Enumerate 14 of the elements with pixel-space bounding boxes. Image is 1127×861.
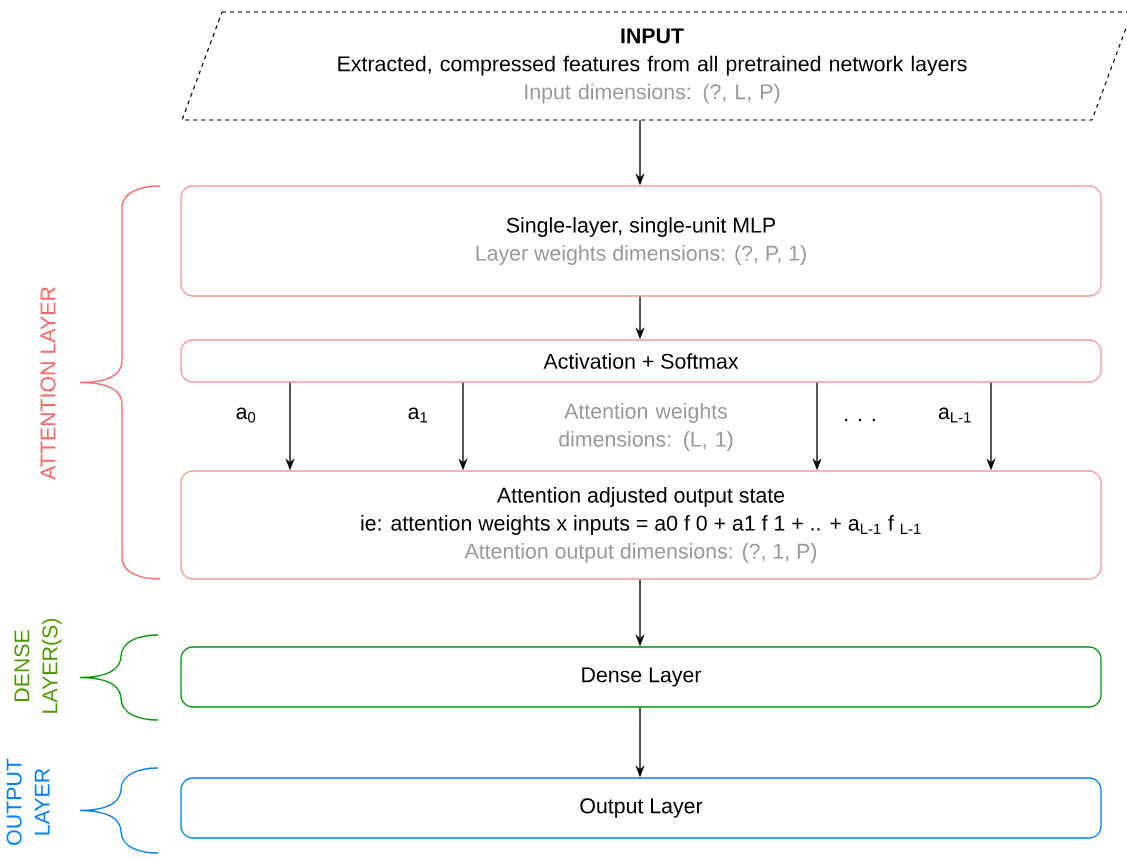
process-box: Attention adjusted output state ie: attention weights x inputs = a0 f 0 + a1 f 1 + .. + a$_{L-1}$ f $_{L-1}$ Attention output dimensions: (?, 1, P) [180, 470, 1102, 580]
section-label: OUTPUT LAYER [6, 758, 50, 845]
process-box: Activation + Softmax [180, 339, 1102, 383]
note-text: Attention weights dimensions: (L, 1) [559, 403, 733, 451]
section-label: ATTENTION LAYER [40, 287, 56, 480]
layer-box: Dense Layer [180, 646, 1102, 708]
process-box: Single-layer, single-unit MLP Layer weights dimensions: (?, P, 1) [180, 185, 1102, 297]
edge-label: . . . [845, 418, 875, 422]
edge-label: a$_{1}$ [408, 407, 427, 423]
layer-box: Output Layer [180, 777, 1102, 839]
section-label: DENSE LAYER(S) [14, 618, 62, 713]
input-parallelogram: INPUT Extracted, compressed features from all pretrained network layers Input dimensions: (?, L, P) [181, 11, 1127, 121]
edge-label: a$_{L-1}$ [938, 407, 971, 423]
edge-label: a$_{0}$ [236, 407, 256, 423]
